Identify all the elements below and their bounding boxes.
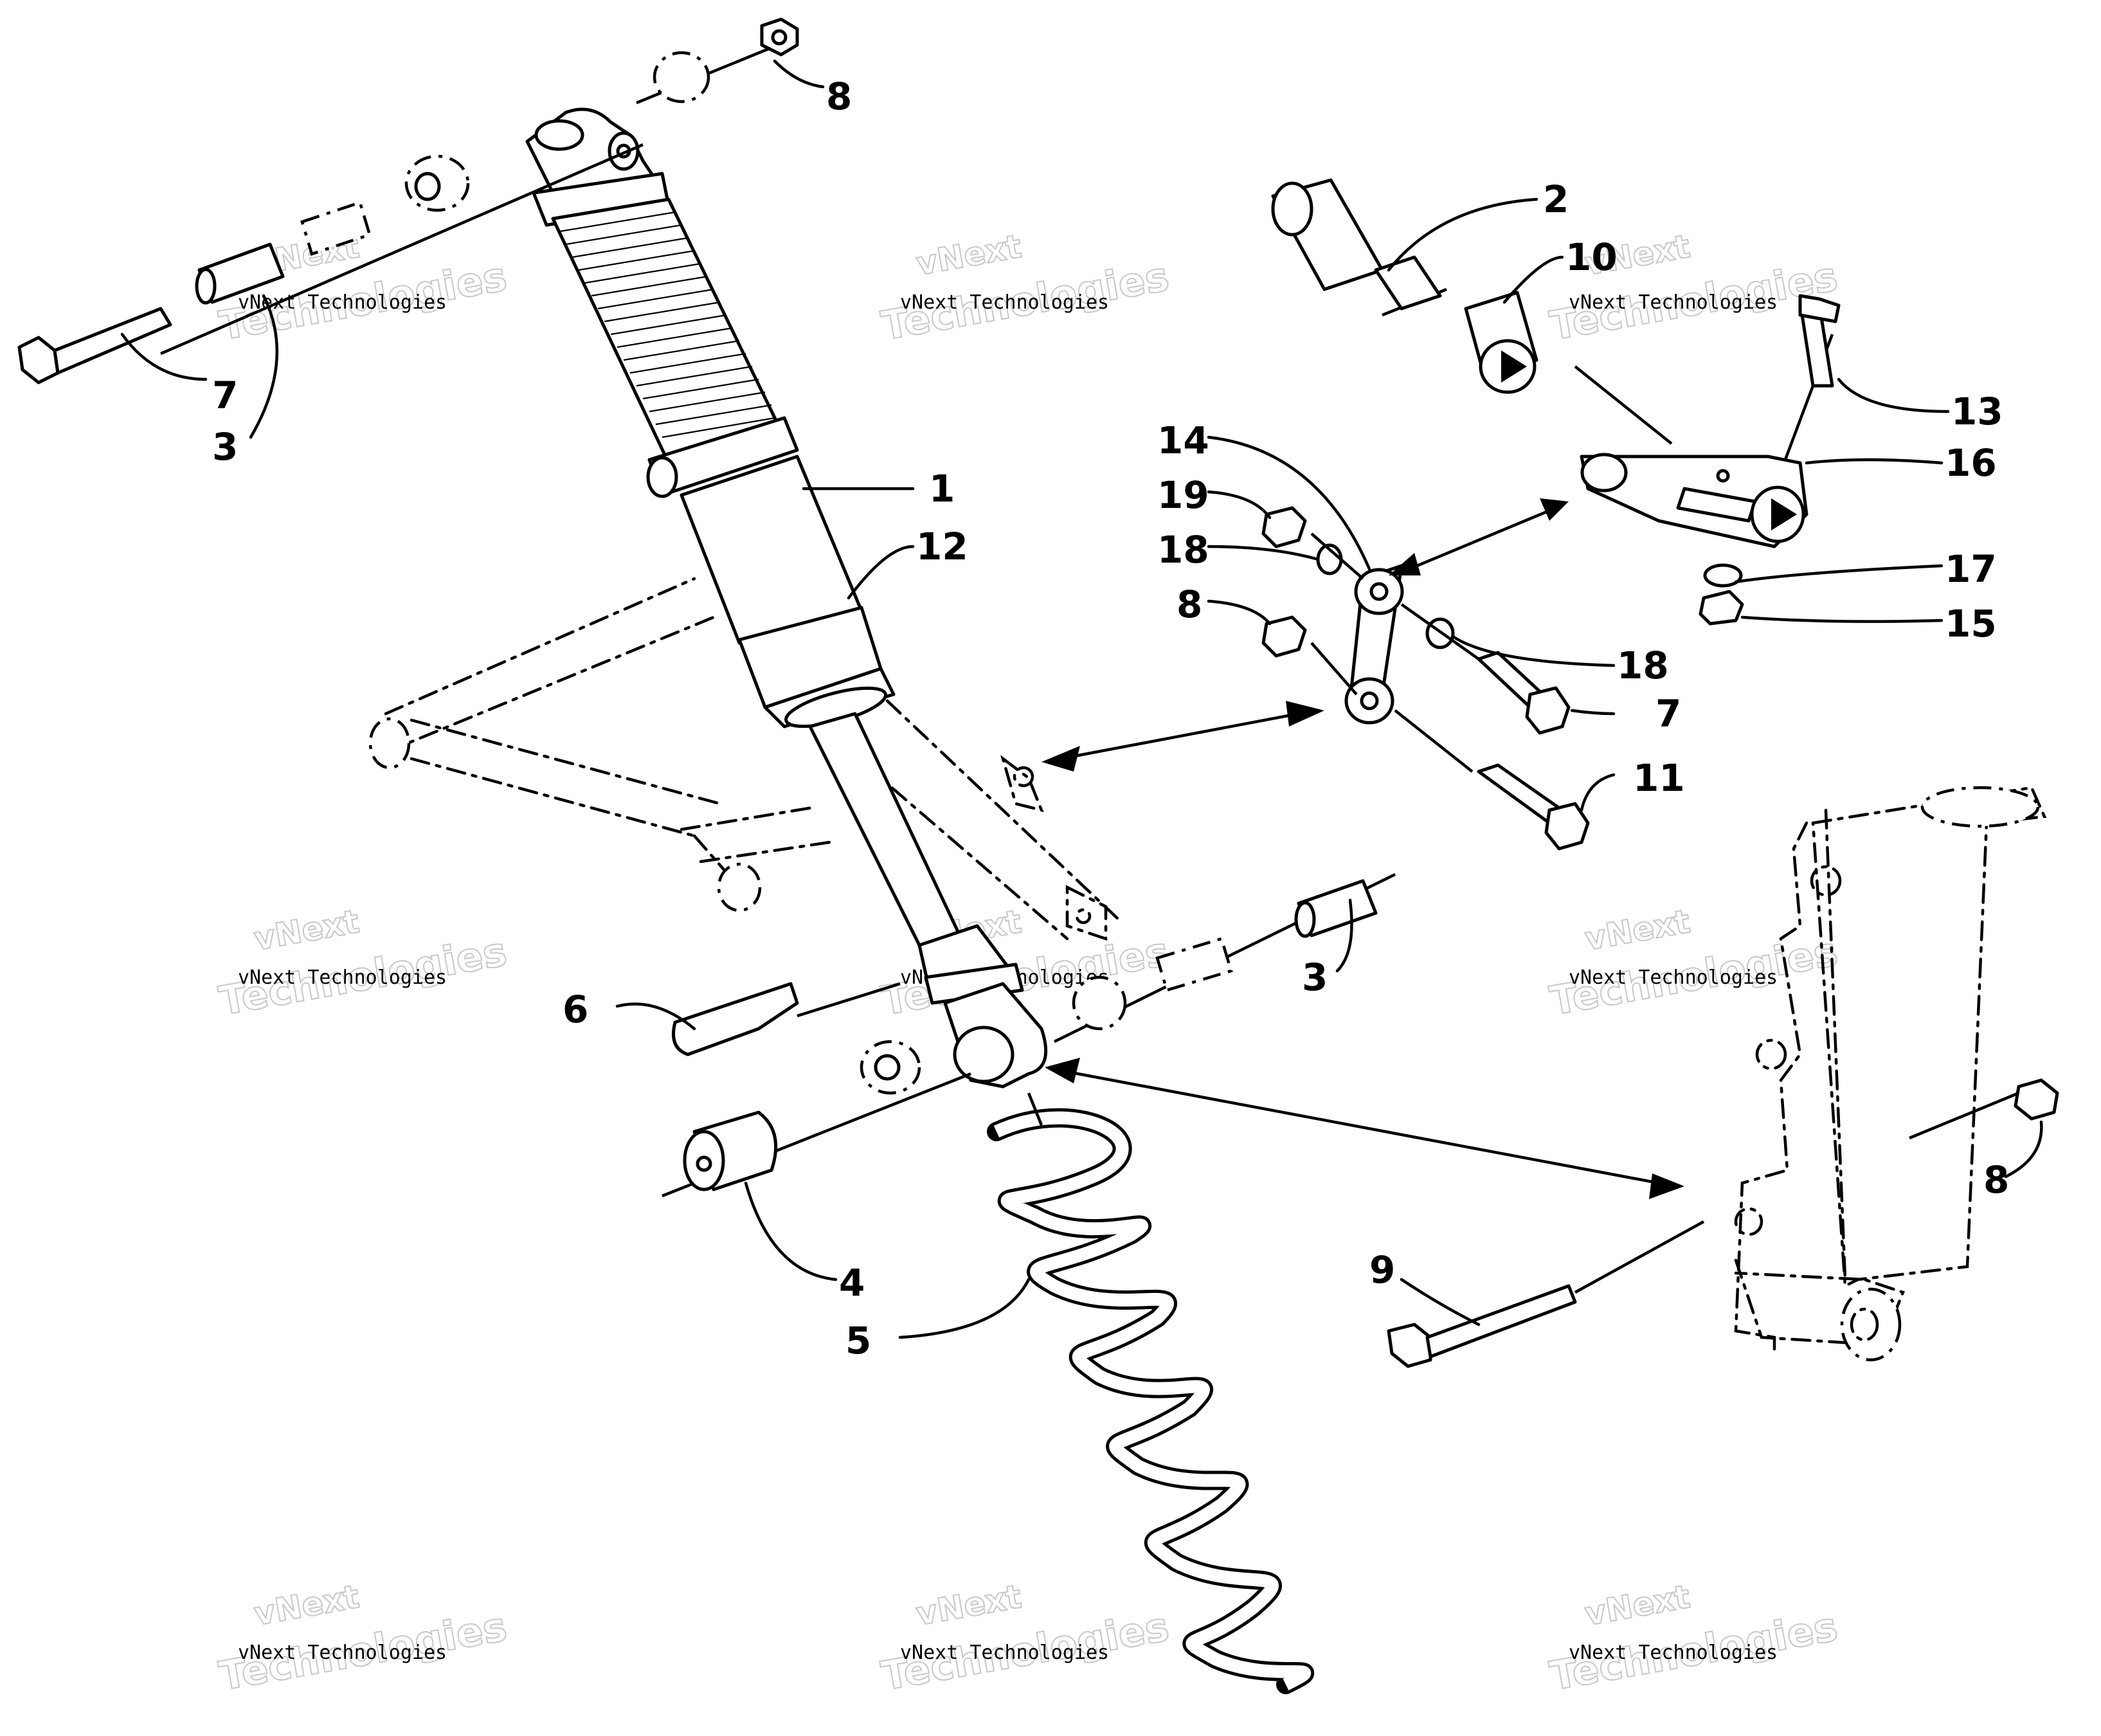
watermark-top: vNext: [914, 228, 1024, 283]
watermark-top: vNext: [251, 1578, 362, 1633]
watermark-small: vNext Technologies: [900, 291, 1109, 314]
bolt-9: [1387, 1078, 2059, 1368]
callout-17: 17: [1945, 547, 1997, 591]
callout-5: 5: [845, 1319, 871, 1362]
phantom-a-arm: [368, 577, 1121, 941]
callout-9: 9: [1369, 1248, 1395, 1292]
callout-14: 14: [1157, 419, 1209, 462]
watermark: vNext Technologies: [1546, 902, 1842, 1025]
callout-11: 11: [1633, 756, 1685, 800]
phantom-spindle: [1734, 786, 2047, 1362]
callout-18: 18: [1157, 528, 1209, 572]
lower-mount-hardware: [662, 873, 1396, 1198]
assembly-arrows: [1027, 498, 1684, 1199]
watermark: vNext Technologies: [878, 1577, 1173, 1700]
thread-lines: [559, 211, 775, 439]
watermark-top: vNext: [1582, 1578, 1693, 1633]
sway-bar-hardware: [1261, 178, 1841, 851]
watermark: vNext Technologies: [215, 902, 511, 1025]
watermark-top: vNext: [251, 903, 362, 958]
callout-labels: 8 7 3 1 12 2 10 13 16 17 15 14 19 18 8 1…: [212, 75, 2009, 1362]
callout-7: 7: [1655, 692, 1681, 736]
callout-3: 3: [1302, 955, 1328, 999]
callout-13: 13: [1951, 390, 2003, 433]
callout-19: 19: [1157, 473, 1209, 517]
callout-7: 7: [212, 374, 238, 417]
watermark-top: vNext: [1582, 903, 1693, 958]
callout-6: 6: [563, 988, 588, 1031]
callout-8: 8: [1177, 583, 1202, 626]
callout-4: 4: [839, 1261, 865, 1305]
callout-16: 16: [1945, 441, 1997, 485]
watermark: vNext Technologies: [215, 1577, 511, 1700]
callout-1: 1: [929, 467, 955, 511]
watermark-small: vNext Technologies: [900, 1641, 1109, 1664]
callout-10: 10: [1565, 235, 1618, 279]
callout-18: 18: [1617, 644, 1669, 687]
watermark-top: vNext: [914, 1578, 1024, 1633]
watermark-small: vNext Technologies: [238, 1641, 447, 1664]
watermark-small: vNext Technologies: [1569, 1641, 1778, 1664]
callout-2: 2: [1543, 177, 1569, 221]
watermark-small: vNext Technologies: [1569, 966, 1778, 989]
shock-absorber: [525, 107, 1048, 1089]
top-mount-hardware: [17, 17, 799, 384]
coil-spring: [987, 1108, 1315, 1694]
watermark: vNext Technologies: [878, 227, 1173, 350]
callout-3: 3: [212, 425, 238, 469]
callout-8: 8: [826, 75, 852, 118]
watermark-group: vNext Technologies vNext Technologies vN…: [215, 227, 1842, 1700]
callout-15: 15: [1945, 602, 1997, 646]
callout-8: 8: [1983, 1158, 2009, 1202]
watermark: vNext Technologies: [1546, 1577, 1842, 1700]
watermark-small: vNext Technologies: [238, 966, 447, 989]
leader-lines: [120, 59, 2043, 1339]
callout-12: 12: [916, 525, 968, 568]
watermark-small: vNext Technologies: [1569, 291, 1778, 314]
watermark-small: vNext Technologies: [238, 291, 447, 314]
